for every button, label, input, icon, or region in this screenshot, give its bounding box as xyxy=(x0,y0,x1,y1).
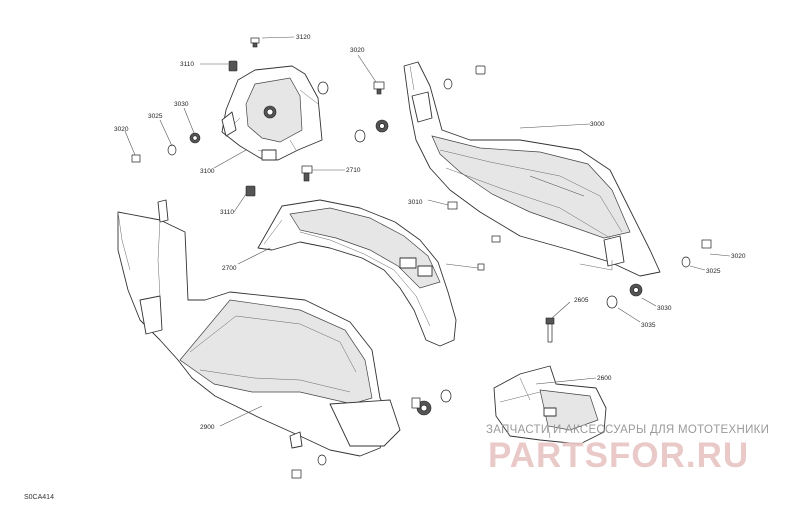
leader-lines xyxy=(124,36,731,427)
figure-code: S0CA414 xyxy=(24,494,54,501)
callout-2700: 2700 xyxy=(222,265,237,272)
callout-2605: 2605 xyxy=(574,297,589,304)
callout-3020-right: 3020 xyxy=(731,253,746,260)
callout-3030-right: 3030 xyxy=(657,305,672,312)
callout-labels: 3120 3110 3020 3025 3030 3100 3020 2710 … xyxy=(114,34,746,431)
callout-2600: 2600 xyxy=(597,375,612,382)
callout-3100: 3100 xyxy=(200,168,215,175)
callout-2710: 2710 xyxy=(346,167,361,174)
callout-3035: 3035 xyxy=(641,322,656,329)
side-panel-3000 xyxy=(403,61,661,277)
watermark-caption: ЗАПЧАСТИ И АКСЕССУАРЫ ДЛЯ МОТОТЕХНИКИ xyxy=(486,424,770,436)
callout-3020-left: 3020 xyxy=(114,126,129,133)
bracket-assembly-3100 xyxy=(221,65,323,161)
callout-3110-top: 3110 xyxy=(180,61,194,68)
bracket-2600 xyxy=(493,365,607,445)
hardware-items xyxy=(131,37,712,479)
arch-panel-2700 xyxy=(257,199,457,347)
callout-2900: 2900 xyxy=(200,424,215,431)
callout-3025-left: 3025 xyxy=(148,113,163,120)
watermark-brand: PARTSFOR.RU xyxy=(488,436,750,475)
callout-3000: 3000 xyxy=(590,121,605,128)
callout-3120: 3120 xyxy=(296,34,311,41)
callout-3025-right: 3025 xyxy=(706,268,721,275)
callout-3110-lower: 3110 xyxy=(220,209,234,216)
callout-3030-left: 3030 xyxy=(174,101,189,108)
callout-3020-top: 3020 xyxy=(350,47,365,54)
fender-panel-2900 xyxy=(117,199,401,457)
callout-3010: 3010 xyxy=(408,199,423,206)
